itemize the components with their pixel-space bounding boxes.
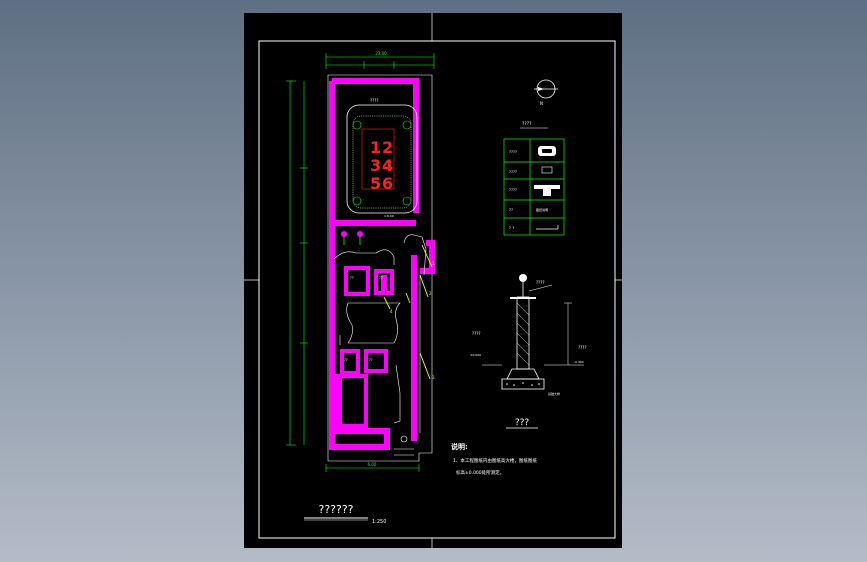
pole-leader [528,284,553,292]
sign-char-6: 6 [382,174,393,193]
pole-label: ???? [536,280,545,285]
legend-symbols [534,146,560,230]
drawing-sheet: 23.00 6.00 ???? 1:8.00 1 2 3 4 5 6 [244,13,622,548]
site-outline [327,74,433,462]
legend-row-1: ???? [509,149,517,154]
legend-row-4: ?? [509,207,513,212]
plaza-outline [346,104,418,214]
legend-row-2: ???? [509,169,517,174]
compass-label: N [540,101,543,106]
legend-title: ???? [522,121,532,127]
callout-leaders [383,244,433,380]
drawing-scale: 1:250 [372,519,386,525]
pillar-section [482,274,584,390]
legend-row-3: ???? [509,187,517,192]
callout-3: 3 [432,375,435,380]
cad-drawing: 23.00 6.00 ???? 1:8.00 1 2 3 4 5 6 [244,13,622,548]
callout-1: 1 [432,261,435,266]
notes-title: 说明: [451,442,468,451]
plaza-trees [352,120,412,206]
plaza-label: ???? [370,98,379,103]
sign-char-2: 2 [382,138,393,157]
north-arrow [534,79,558,99]
wall-fill-block [334,376,342,434]
section-right-elev: -0.300 [574,360,584,364]
perimeter-wall [329,78,435,450]
legend-row4-right: 图纸说明 [536,207,548,212]
plaza-inner [352,115,412,209]
notes-line-1: 1、本工程图纸内由图纸高大楼，图纸图纸 [453,457,537,464]
room-label-2: ?? [379,276,383,280]
section-right-label: ???? [578,345,587,350]
section-left-label: ???? [472,331,481,336]
sign-char-5: 5 [370,174,381,193]
dim-bottom-label: 6.00 [368,462,377,467]
notes-line-2: 标高±0.000处所测定。 [456,469,504,476]
room-label-4: ?? [369,358,373,362]
legend-table [503,138,565,236]
callout-4: 4 [390,309,393,314]
frame-border [258,40,616,539]
plaza-scale: 1:8.00 [384,214,394,218]
gate [394,435,414,456]
sign-char-1: 1 [370,138,381,157]
room-label-1: ?? [350,276,354,280]
legend-row-5: ? ? [509,225,514,230]
section-bottom-label: 基础大样 [548,391,560,396]
callout-2: 2 [429,291,432,296]
sign-char-3: 3 [370,156,381,175]
plan-sign: 1 2 3 4 5 6 [361,128,395,193]
main-title: ?????? [318,503,353,516]
plan-dimensions [286,53,435,472]
section-title: ??? [515,418,530,428]
sign-char-4: 4 [382,156,393,175]
block-fill [381,275,387,291]
dim-top-label: 23.00 [375,51,387,56]
room-label-3: ?? [344,358,348,362]
plan-blocks [332,266,394,428]
trees-row [341,231,363,245]
section-left-elev: ±0.000 [470,353,481,357]
